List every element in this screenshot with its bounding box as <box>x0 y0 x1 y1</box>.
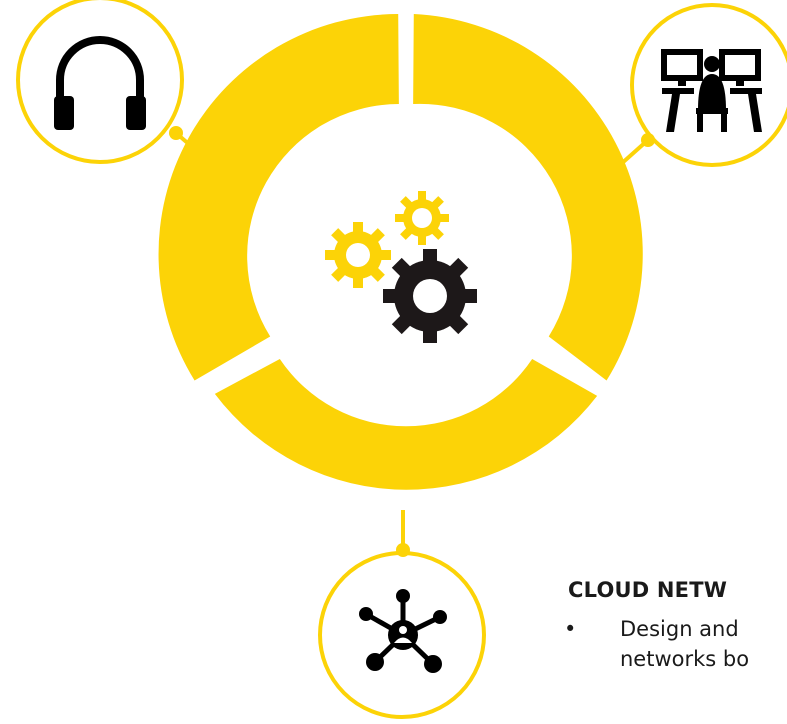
node-top-left <box>16 0 184 164</box>
bullet-text-line-2: networks bo <box>620 647 750 671</box>
node-bottom <box>318 543 486 719</box>
connector-dot-top-left <box>169 126 183 140</box>
bullet-marker: • <box>564 617 577 641</box>
connector-dot-top-right <box>641 133 655 147</box>
section-title: CLOUD NETW <box>568 578 728 602</box>
node-top-right <box>630 3 787 167</box>
headphones-icon <box>54 36 146 130</box>
connector-dot-bottom <box>396 543 410 557</box>
network-hub-icon <box>359 589 447 673</box>
bullet-text-line-1: Design and <box>620 617 739 641</box>
ring-segment-top-left <box>158 14 399 381</box>
ring-segment-top-right <box>413 14 643 381</box>
workstations-icon <box>661 49 762 132</box>
ring-segment-bottom <box>214 358 598 490</box>
donut-ring <box>158 14 643 490</box>
gears-icon <box>325 191 477 343</box>
